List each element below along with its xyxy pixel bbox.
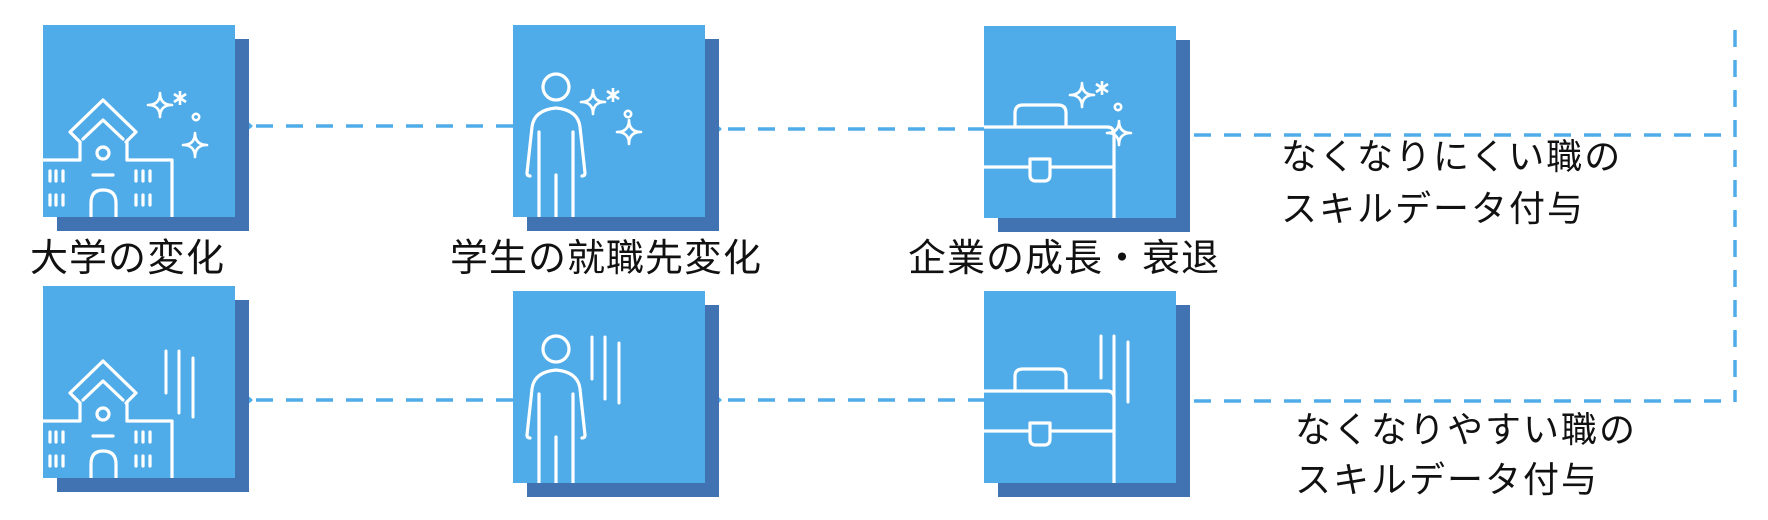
sparkle-icon <box>146 91 209 159</box>
column-label-university: 大学の変化 <box>30 236 226 280</box>
card-front <box>513 25 705 217</box>
sparkle-icon <box>579 88 643 146</box>
card-student-growth <box>513 25 719 231</box>
note-decline-line-2: スキルデータ付与 <box>1295 460 1600 501</box>
column-label-company: 企業の成長・衰退 <box>908 236 1221 280</box>
university-building-icon <box>43 349 195 478</box>
sparkle-icon <box>1068 81 1133 147</box>
card-front <box>984 291 1176 483</box>
note-growth-line-1: なくなりにくい職の <box>1281 137 1623 178</box>
card-company-decline <box>984 291 1190 497</box>
falling-lines-icon <box>590 335 621 405</box>
card-student-decline <box>513 291 719 497</box>
briefcase-icon <box>984 81 1133 218</box>
card-company-growth <box>984 26 1190 232</box>
card-front <box>43 286 235 478</box>
person-icon <box>525 72 643 217</box>
card-front <box>43 25 235 217</box>
card-university-growth <box>43 25 249 231</box>
falling-lines-icon <box>164 349 195 419</box>
falling-lines-icon <box>1099 334 1130 404</box>
card-front <box>984 26 1176 218</box>
note-decline-line-1: なくなりやすい職の <box>1295 410 1638 451</box>
column-label-student: 学生の就職先変化 <box>450 236 763 280</box>
card-front <box>513 291 705 483</box>
university-building-icon <box>43 91 209 217</box>
briefcase-icon <box>984 334 1130 483</box>
person-icon <box>525 334 621 483</box>
card-university-decline <box>43 286 249 492</box>
note-growth-line-2: スキルデータ付与 <box>1281 189 1586 230</box>
